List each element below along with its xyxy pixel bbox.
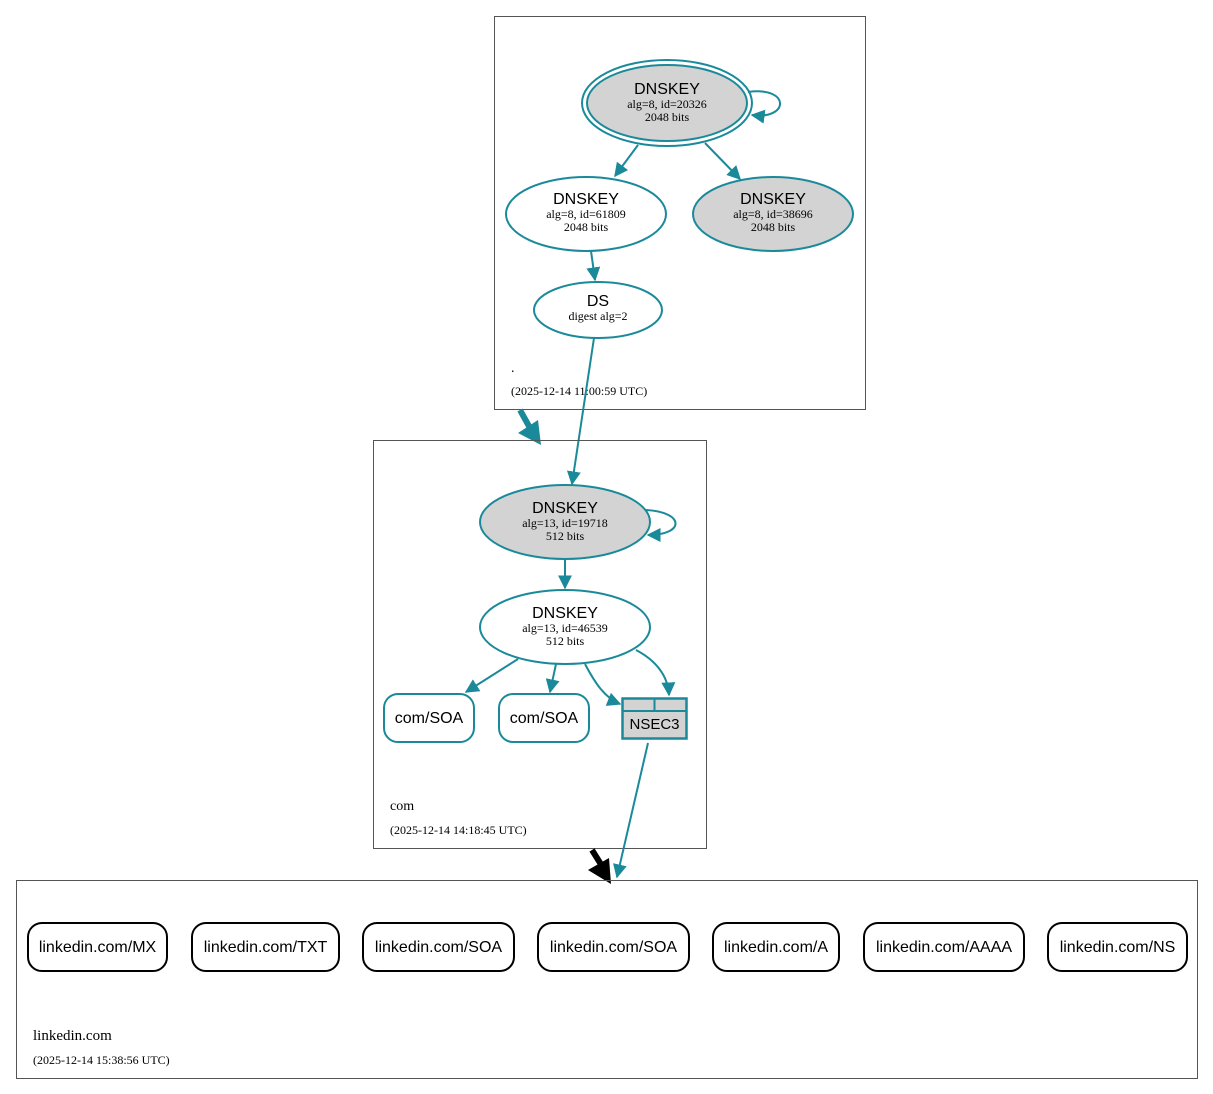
linkedin-record-label: linkedin.com/TXT [204, 939, 328, 956]
com-ksk-line1: alg=13, id=19718 [522, 516, 608, 530]
root-zsk-line1: alg=8, id=61809 [546, 207, 626, 221]
root-zsk-title: DNSKEY [553, 191, 619, 208]
linkedin-record-txt[interactable]: linkedin.com/TXT [191, 922, 340, 972]
com-soa-node-1[interactable]: com/SOA [383, 693, 475, 743]
root-ds-line1: digest alg=2 [568, 309, 627, 323]
root-ds-node[interactable]: DS digest alg=2 [533, 281, 663, 339]
com-zsk-title: DNSKEY [532, 605, 598, 622]
root-zone-timestamp: (2025-12-14 11:00:59 UTC) [511, 384, 647, 398]
linkedin-zone: linkedin.com/MX linkedin.com/TXT linkedi… [16, 880, 1198, 1079]
root-ksk-self-edge [747, 90, 781, 124]
linkedin-record-mx[interactable]: linkedin.com/MX [27, 922, 168, 972]
root-key3-line1: alg=8, id=38696 [733, 207, 813, 221]
edge-nsec3-to-linkedin [613, 742, 649, 879]
root-key3-title: DNSKEY [740, 191, 806, 208]
root-ksk-line2: 2048 bits [645, 110, 690, 124]
linkedin-record-label: linkedin.com/AAAA [876, 939, 1012, 956]
linkedin-record-label: linkedin.com/A [724, 939, 828, 956]
root-zsk-node[interactable]: DNSKEY alg=8, id=61809 2048 bits [505, 176, 667, 252]
linkedin-record-a[interactable]: linkedin.com/A [712, 922, 840, 972]
com-zsk-line2: 512 bits [546, 634, 585, 648]
com-zsk-line1: alg=13, id=46539 [522, 621, 608, 635]
linkedin-zone-timestamp: (2025-12-14 15:38:56 UTC) [33, 1053, 170, 1067]
linkedin-record-aaaa[interactable]: linkedin.com/AAAA [863, 922, 1025, 972]
com-zone-timestamp: (2025-12-14 14:18:45 UTC) [390, 823, 527, 837]
edge-ksk-to-key3 [704, 142, 741, 181]
edge-ds-to-com-ksk [566, 337, 595, 486]
root-ksk-title: DNSKEY [634, 81, 700, 98]
root-zone-box [494, 16, 866, 410]
root-ksk-line1: alg=8, id=20326 [627, 97, 707, 111]
root-zone: DNSKEY alg=8, id=20326 2048 bits DNSKEY … [494, 16, 866, 410]
com-zone-name: com [390, 799, 414, 814]
com-soa-label-2: com/SOA [510, 710, 579, 727]
edge-zsk-to-ds [586, 250, 601, 282]
edge-com-zsk-to-nsec3-a [584, 663, 622, 706]
com-zone-box [373, 440, 707, 849]
linkedin-record-label: linkedin.com/SOA [550, 939, 677, 956]
linkedin-record-soa-2[interactable]: linkedin.com/SOA [537, 922, 690, 972]
delegation-root-to-com [517, 408, 541, 445]
edge-ksk-to-zsk [614, 144, 639, 178]
root-key3-node[interactable]: DNSKEY alg=8, id=38696 2048 bits [692, 176, 854, 252]
com-ksk-line2: 512 bits [546, 529, 585, 543]
delegation-com-to-linkedin [588, 848, 611, 884]
edge-com-zsk-to-nsec3-b [635, 649, 676, 697]
linkedin-record-label: linkedin.com/NS [1060, 939, 1176, 956]
com-ksk-self-edge [645, 509, 677, 542]
com-soa-node-2[interactable]: com/SOA [498, 693, 590, 743]
com-zone: DNSKEY alg=13, id=19718 512 bits DNSKEY … [373, 440, 707, 849]
linkedin-zone-name: linkedin.com [33, 1028, 112, 1044]
linkedin-record-ns[interactable]: linkedin.com/NS [1047, 922, 1188, 972]
com-nsec3-label: NSEC3 [629, 716, 679, 733]
edge-com-zsk-to-soa1 [464, 658, 519, 693]
root-key3-line2: 2048 bits [751, 220, 796, 234]
linkedin-record-label: linkedin.com/SOA [375, 939, 502, 956]
com-ksk-title: DNSKEY [532, 500, 598, 517]
root-zsk-line2: 2048 bits [564, 220, 609, 234]
root-zone-name: . [511, 361, 515, 376]
root-ds-title: DS [587, 293, 609, 310]
com-zsk-node[interactable]: DNSKEY alg=13, id=46539 512 bits [479, 589, 651, 665]
root-ksk-node[interactable]: DNSKEY alg=8, id=20326 2048 bits [581, 59, 753, 147]
linkedin-zone-box [16, 880, 1198, 1079]
com-nsec3-node[interactable]: NSEC3 [621, 697, 688, 740]
edge-com-zsk-to-soa2 [545, 663, 560, 694]
linkedin-record-label: linkedin.com/MX [39, 939, 157, 956]
com-ksk-node[interactable]: DNSKEY alg=13, id=19718 512 bits [479, 484, 651, 560]
com-soa-label-1: com/SOA [395, 710, 464, 727]
linkedin-record-soa-1[interactable]: linkedin.com/SOA [362, 922, 515, 972]
